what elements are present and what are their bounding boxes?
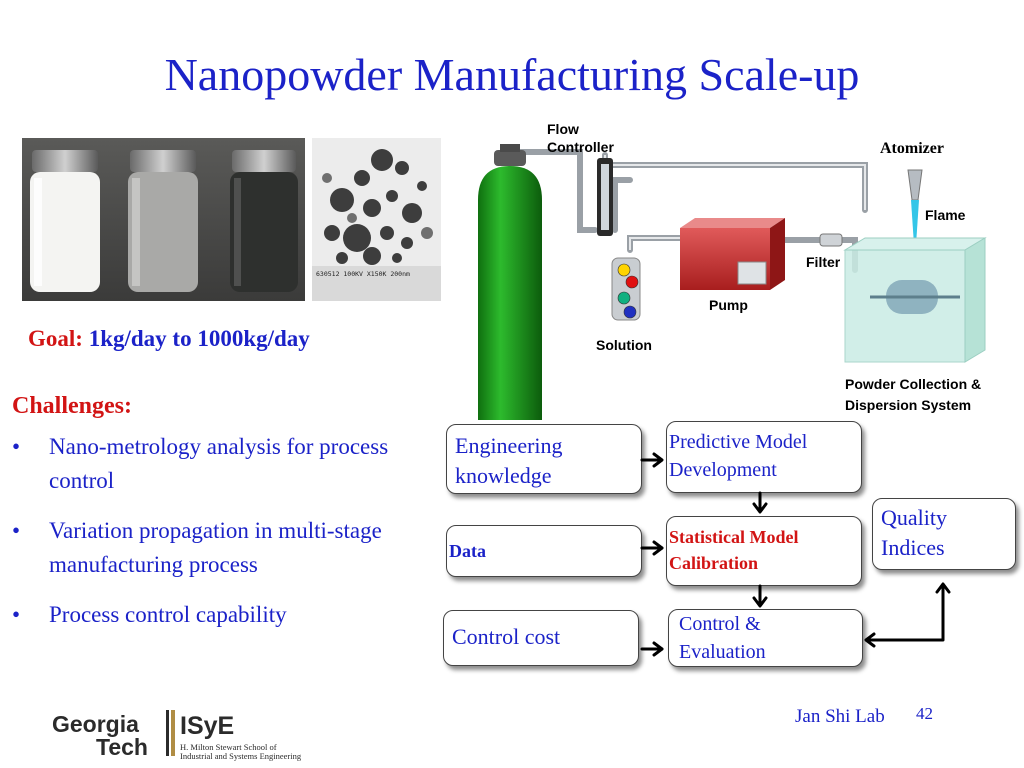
challenges-list: Nano-metrology analysis for process cont… [12,430,422,648]
powder-collection-label: Powder Collection & Dispersion System [845,376,982,413]
pump-label: Pump [709,297,748,313]
control-evaluation-box: Control & Evaluation [668,609,863,667]
atomizer [907,169,923,201]
data-box: Data [446,525,642,577]
predictive-model-box: Predictive Model Development [666,421,862,493]
svg-text:H. Milton Stewart School of: H. Milton Stewart School of [180,742,277,752]
control-cost-box: Control cost [443,610,639,666]
atomizer-label: Atomizer [880,140,944,157]
page-number: 42 [916,704,933,723]
svg-text:Georgia: Georgia [52,711,139,737]
goal-label: Goal: [28,326,83,351]
micrograph-image: 630512 100KV X150K 200nm [312,138,441,301]
challenges-heading: Challenges: [12,393,132,419]
solution-label: Solution [596,337,652,353]
lab-name: Jan Shi Lab [795,706,885,727]
svg-text:Tech: Tech [96,734,148,760]
svg-text:Industrial and Systems Enginee: Industrial and Systems Engineering [180,751,302,761]
list-item: Nano-metrology analysis for process cont… [12,430,422,498]
statistical-model-box: Statistical Model Calibration [666,516,862,586]
quality-indices-box: Quality Indices [872,498,1016,570]
slide-title: Nanopowder Manufacturing Scale-up [164,49,860,100]
goal-line: Goal: 1kg/day to 1000kg/day [28,326,310,352]
georgia-tech-isye-logo: Georgia Tech ISyE H. Milton Stewart Scho… [50,706,320,762]
list-item: Process control capability [12,598,422,632]
micrograph-caption: 630512 100KV X150K 200nm [316,270,410,278]
goal-text: 1kg/day to 1000kg/day [88,326,310,351]
svg-text:ISyE: ISyE [180,712,234,740]
vials-photo [22,138,305,301]
flowchart-arrows [640,452,951,657]
list-item: Variation propagation in multi-stage man… [12,514,422,582]
flame-icon [911,200,919,245]
apparatus-diagram [478,144,987,420]
engineering-knowledge-box: Engineering knowledge [446,424,642,494]
flame-label: Flame [925,207,966,223]
flow-controller-label: Flow Controller [547,121,614,155]
gas-cylinder [478,166,542,420]
filter-label: Filter [806,254,841,270]
filter [819,233,843,247]
